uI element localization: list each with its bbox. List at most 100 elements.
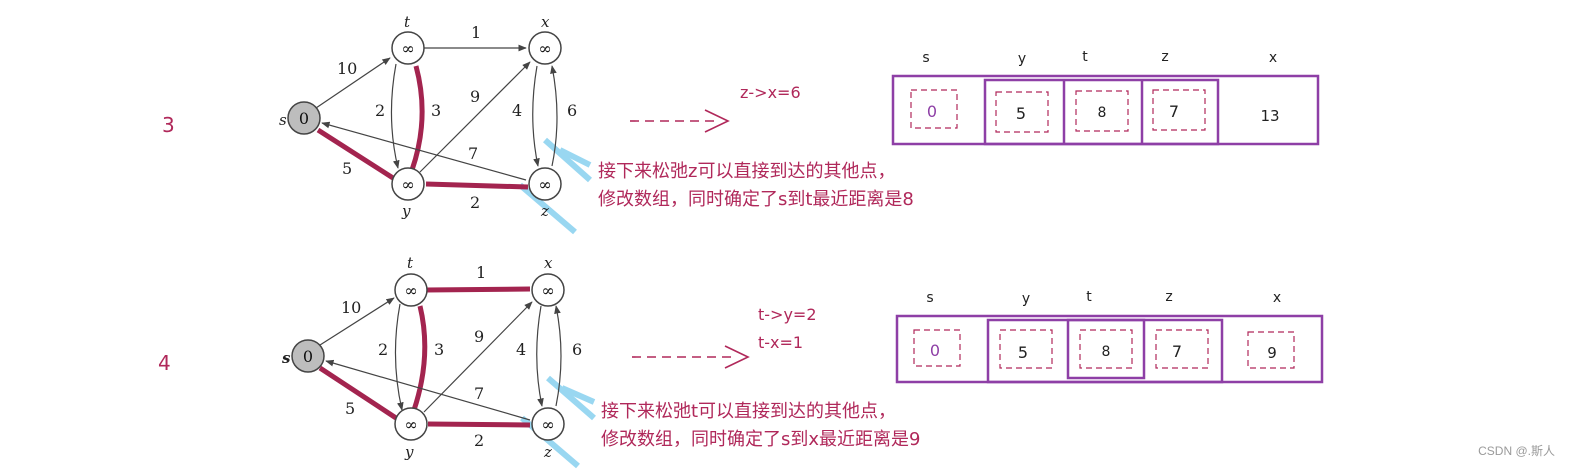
edge-t-x [425, 286, 531, 293]
table-value-s: 0 [930, 341, 940, 360]
section-step-4: 4 10 5 1 2 3 9 4 6 7 [158, 254, 1324, 469]
edge-y-t [411, 305, 428, 411]
edge-y-z [425, 181, 529, 190]
edge-z-x [550, 65, 558, 167]
svg-text:∞: ∞ [538, 175, 551, 194]
dashed-arrow [630, 109, 730, 133]
edge-t-y [390, 63, 400, 169]
node-label-s: s [282, 349, 291, 367]
blue-marker-decoration [520, 375, 596, 469]
table-header-z: z [1165, 289, 1172, 305]
edge-z-x [554, 305, 562, 407]
weight-y-t: 3 [434, 340, 444, 359]
weight-x-z: 4 [512, 101, 522, 120]
weight-y-t: 3 [431, 101, 441, 120]
edge-s-y [316, 127, 395, 181]
node-x: ∞ x [531, 254, 565, 307]
graph-step-3: 10 5 1 2 3 9 4 6 7 2 0 s ∞ t ∞ [279, 13, 592, 235]
table-value-s: 0 [927, 102, 937, 121]
svg-text:∞: ∞ [404, 281, 417, 300]
edge-y-z [427, 421, 531, 428]
weight-t-y: 2 [375, 101, 385, 120]
node-label-z: z [540, 202, 549, 220]
weight-z-s: 7 [474, 384, 484, 403]
table-value-t: 8 [1098, 105, 1107, 121]
node-s: 0 s [279, 101, 321, 135]
table-header-z: z [1161, 49, 1168, 65]
node-y: ∞ y [394, 407, 428, 461]
weight-z-s: 7 [468, 144, 478, 163]
table-value-z: 7 [1169, 102, 1179, 121]
svg-text:∞: ∞ [541, 415, 554, 434]
svg-text:0: 0 [299, 109, 309, 128]
weight-s-y: 5 [342, 159, 352, 178]
svg-text:∞: ∞ [401, 39, 414, 58]
node-label-z: z [543, 443, 552, 461]
node-z: ∞ z [531, 407, 565, 461]
table-header-t: t [1086, 289, 1092, 305]
table-value-y: 5 [1018, 343, 1028, 362]
node-label-y: y [404, 443, 414, 461]
weight-s-t: 10 [341, 298, 361, 317]
graph-step-4: 10 5 1 2 3 9 4 6 7 2 0 s ∞ t ∞ x [282, 254, 596, 469]
weight-z-x: 6 [572, 340, 582, 359]
edge-s-t [315, 57, 391, 109]
table-header-s: s [922, 50, 929, 66]
weight-y-x: 9 [470, 87, 480, 106]
edge-x-z [536, 305, 544, 407]
relax-label-2: t-x=1 [758, 333, 803, 352]
edge-y-t [409, 65, 425, 171]
weight-y-z: 2 [474, 431, 484, 450]
edge-s-t [319, 297, 395, 346]
table-value-t: 8 [1102, 344, 1111, 360]
weight-s-t: 10 [337, 59, 357, 78]
note-step-3: 接下来松弛z可以直接到达的其他点， 修改数组，同时确定了s到t最近距离是8 [598, 158, 914, 214]
node-t: ∞ t [394, 254, 428, 307]
table-value-x: 13 [1260, 107, 1279, 125]
svg-text:∞: ∞ [538, 39, 551, 58]
weight-t-x: 1 [476, 263, 486, 282]
node-t: ∞ t [391, 13, 425, 65]
svg-text:∞: ∞ [541, 281, 554, 300]
node-label-y: y [401, 202, 411, 220]
node-s: 0 s [282, 339, 325, 373]
weight-z-x: 6 [567, 101, 577, 120]
edge-z-s [321, 121, 527, 181]
edge-s-y [318, 365, 398, 421]
distance-table-step-3: s y t z x 0 5 8 7 13 [891, 49, 1320, 146]
node-label-s: s [279, 111, 287, 129]
note-line: 修改数组，同时确定了s到x最近距离是9 [601, 429, 921, 450]
table-header-y: y [1018, 51, 1026, 67]
weight-t-y: 2 [378, 340, 388, 359]
node-label-x: x [544, 254, 553, 272]
weight-t-x: 1 [471, 23, 481, 42]
weight-x-z: 4 [516, 340, 526, 359]
table-header-t: t [1082, 49, 1088, 65]
note-line: 修改数组，同时确定了s到t最近距离是8 [598, 189, 914, 210]
weight-s-y: 5 [345, 399, 355, 418]
edge-y-x [423, 301, 533, 413]
section-step-3: 3 10 5 1 2 3 9 4 [162, 13, 1320, 235]
watermark: CSDN @.斯人 [1478, 444, 1555, 458]
note-line: 接下来松弛z可以直接到达的其他点， [598, 161, 896, 182]
node-x: ∞ x [528, 13, 562, 65]
table-header-s: s [926, 290, 933, 306]
table-value-y: 5 [1016, 104, 1026, 123]
step-number: 4 [158, 351, 171, 375]
edge-t-y [394, 303, 404, 411]
table-header-y: y [1022, 291, 1030, 307]
relax-label: z->x=6 [740, 83, 801, 102]
table-value-x: 9 [1267, 344, 1277, 362]
blue-marker-decoration [518, 137, 592, 235]
svg-text:∞: ∞ [404, 415, 417, 434]
node-label-x: x [541, 13, 550, 31]
node-z: ∞ z [528, 167, 562, 220]
svg-text:0: 0 [303, 347, 313, 366]
edge-x-z [532, 65, 540, 167]
relax-label-1: t->y=2 [758, 305, 817, 324]
node-label-t: t [404, 13, 411, 31]
dashed-arrow [632, 345, 750, 369]
table-header-x: x [1273, 290, 1281, 306]
table-header-x: x [1269, 50, 1277, 66]
